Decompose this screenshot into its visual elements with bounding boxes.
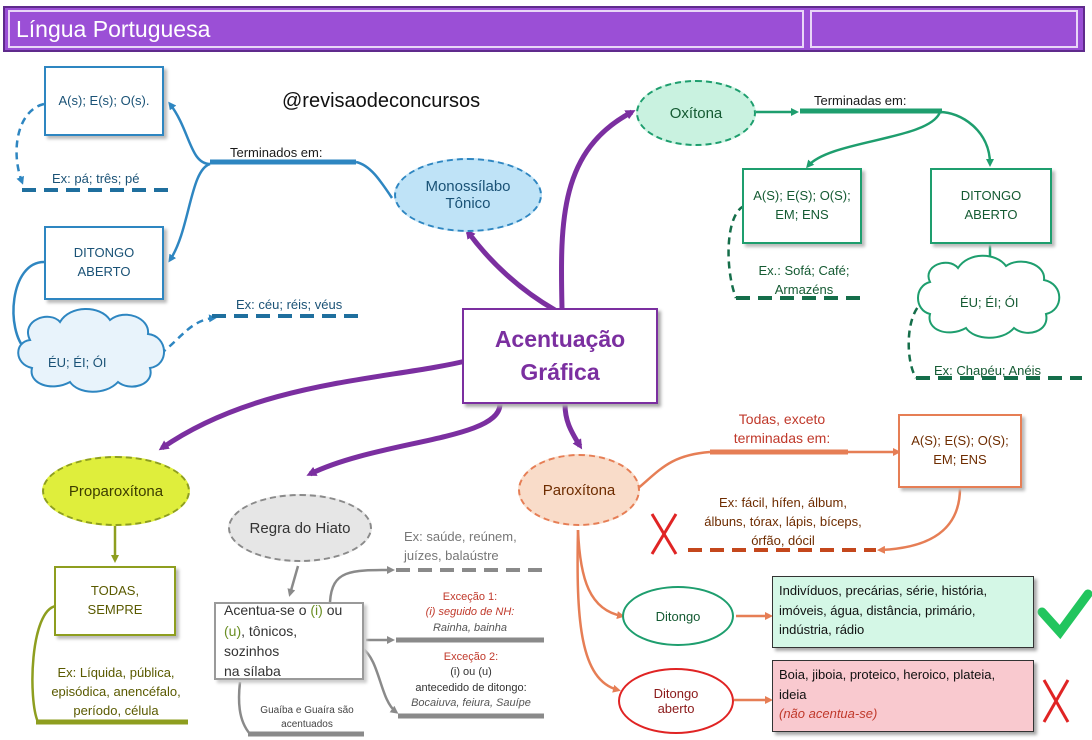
hiato-guaiba-note: Guaíba e Guaíra são acentuados xyxy=(250,704,364,731)
ditongo-examples-line2: imóveis, água, distância, primário, xyxy=(779,602,976,618)
monossilabo-ditongo-line2: ABERTO xyxy=(77,264,131,279)
check-icon xyxy=(1037,589,1092,640)
paroxitona-endings-box: A(S); E(S); O(S); EM; ENS xyxy=(898,414,1022,488)
ditongo-aberto-line2: aberto xyxy=(657,701,695,716)
oxitona-node: Oxítona xyxy=(636,80,756,146)
proparoxitona-node: Proparoxítona xyxy=(42,456,190,526)
hiato-rule-u: (u) xyxy=(224,622,242,639)
monossilabo-ditongo-line1: DITONGO xyxy=(73,245,135,261)
oxitona-example-2: Ex: Chapéu; Anéis xyxy=(934,363,1041,378)
header-side-frame xyxy=(810,10,1078,48)
hiato-exception-1: Exceção 1: (i) seguido de NH: Rainha, ba… xyxy=(400,590,540,636)
oxitona-endings-line2: EM; ENS xyxy=(775,207,829,222)
paroxitona-example: Ex: fácil, hífen, álbum, álbuns, tórax, … xyxy=(688,494,878,551)
ditongo-examples-note: Indivíduos, precárias, série, história, … xyxy=(772,576,1034,648)
paroxitona-label: Paroxítona xyxy=(542,481,616,499)
cloud-shapes xyxy=(17,254,1061,393)
header-title-frame xyxy=(8,10,804,48)
hiato-node: Regra do Hiato xyxy=(228,494,372,562)
hiato-exception-2: Exceção 2: (i) ou (u) antecedido de dito… xyxy=(398,650,544,712)
oxitona-endings-line1: A(S); E(S); O(S); xyxy=(753,188,851,204)
paroxitona-terminadas: terminadas em: xyxy=(733,429,831,446)
proparoxitona-label: Proparoxítona xyxy=(68,482,164,500)
hiato-rule-p1: Acentua-se o xyxy=(224,602,311,619)
oxitona-terminadas-label: Terminadas em: xyxy=(814,93,907,108)
hiato-exception-1-line1: (i) seguido de NH: xyxy=(425,606,515,619)
hiato-exception-2-title: Exceção 2: xyxy=(443,651,499,663)
proparoxitona-box-line2: SEMPRE xyxy=(87,602,143,617)
paroxitona-endings-line1: A(S); E(S); O(S); xyxy=(911,433,1009,449)
monossilabo-line2: Tônico xyxy=(445,195,491,212)
monossilabo-cloud-text: ÉU; ÉI; ÓI xyxy=(48,355,107,370)
paroxitona-exception-label: Todas, exceto terminadas em: xyxy=(712,410,852,448)
hiato-exception-1-title: Exceção 1: xyxy=(442,591,498,603)
oxitona-ditongo-line2: ABERTO xyxy=(964,207,1018,222)
oxitona-ditongo-box: DITONGO ABERTO xyxy=(930,168,1052,244)
monossilabo-endings-box: A(s); E(s); O(s). xyxy=(44,66,164,136)
social-handle: @revisaodeconcursos xyxy=(282,90,481,112)
cross-icon-2 xyxy=(1042,679,1070,723)
oxitona-example-1: Ex.: Sofá; Café; Armazéns xyxy=(752,262,856,300)
monossilabo-example-2: Ex: céu; réis; véus xyxy=(236,297,343,312)
paroxitona-example-line3: órfão, dócil xyxy=(751,532,815,548)
oxitona-example-1-line1: Ex.: Sofá; Café; xyxy=(758,263,850,278)
ditongo-aberto-examples-note: Boia, jiboia, proteico, heroico, plateia… xyxy=(772,660,1034,732)
hiato-guaiba-line1: Guaíba e Guaíra são xyxy=(260,705,354,716)
hiato-rule-p4: na sílaba xyxy=(224,663,281,680)
proparoxitona-example: Ex: Líquida, pública, episódica, anencéf… xyxy=(36,664,196,721)
monossilabo-example-1: Ex: pá; três; pé xyxy=(52,171,140,186)
oxitona-cloud-text: ÉU; ÉI; ÓI xyxy=(960,295,1019,310)
hiato-example-line1: Ex: saúde, reúnem, xyxy=(404,529,517,544)
hiato-label: Regra do Hiato xyxy=(249,519,351,537)
hiato-rule-p2: ou xyxy=(322,602,343,619)
monossilabo-ditongo-box: DITONGO ABERTO xyxy=(44,226,164,300)
hiato-exception-1-line2: Rainha, bainha xyxy=(432,621,507,634)
ditongo-examples-line3: indústria, rádio xyxy=(779,622,865,637)
ditongo-aberto-examples-line1: Boia, jiboia, proteico, heroico, plateia… xyxy=(779,667,996,682)
hiato-rule-box: Acentua-se o (i) ou (u), tônicos, sozinh… xyxy=(214,602,364,680)
hiato-exception-2-line1: (i) ou (u) xyxy=(450,666,492,679)
hiato-exception-2-line3: Bocaiuva, feiura, Sauípe xyxy=(411,697,531,710)
page-title: Língua Portuguesa xyxy=(16,16,211,42)
header-bar xyxy=(3,6,1085,52)
cross-icon-1 xyxy=(650,513,678,555)
ditongo-aberto-examples-line2: ideia xyxy=(779,686,807,702)
hiato-example: Ex: saúde, reúnem, juízes, balaústre xyxy=(404,528,517,566)
paroxitona-endings-line2: EM; ENS xyxy=(933,452,987,467)
monossilabo-terminados-label: Terminados em: xyxy=(230,145,323,160)
hiato-rule-p3: , tônicos, sozinhos xyxy=(224,622,298,659)
ditongo-label: Ditongo xyxy=(655,608,701,624)
central-topic-line1: Acentuação xyxy=(494,325,626,352)
oxitona-label: Oxítona xyxy=(669,104,723,122)
hiato-rule-i: (i) xyxy=(310,602,323,619)
paroxitona-example-line2: álbuns, tórax, lápis, bíceps, xyxy=(704,513,862,529)
oxitona-endings-box: A(S); E(S); O(S); EM; ENS xyxy=(742,168,862,244)
monossilabo-endings-text: A(s); E(s); O(s). xyxy=(58,92,150,108)
paroxitona-node: Paroxítona xyxy=(518,454,640,526)
ditongo-aberto-line1: Ditongo xyxy=(653,686,699,701)
central-topic-line2: Gráfica xyxy=(520,359,600,385)
monossilabo-line1: Monossílabo xyxy=(425,178,511,195)
ditongo-examples-line1: Indivíduos, precárias, série, história, xyxy=(779,583,988,598)
proparoxitona-example-line2: episódica, anencéfalo, xyxy=(51,683,181,699)
hiato-example-line2: juízes, balaústre xyxy=(404,547,499,563)
oxitona-ditongo-line1: DITONGO xyxy=(960,188,1022,204)
proparoxitona-box-line1: TODAS, xyxy=(90,583,140,599)
paroxitona-example-line1: Ex: fácil, hífen, álbum, xyxy=(719,495,847,510)
proparoxitona-example-line1: Ex: Líquida, pública, xyxy=(57,665,175,680)
oxitona-example-1-line2: Armazéns xyxy=(774,281,834,297)
proparoxitona-example-line3: período, célula xyxy=(73,702,159,718)
hiato-exception-2-line2: antecedido de ditongo: xyxy=(415,681,527,694)
paroxitona-todas: Todas, exceto xyxy=(738,411,826,427)
hiato-guaiba-line2: acentuados xyxy=(281,718,333,730)
proparoxitona-box: TODAS, SEMPRE xyxy=(54,566,176,636)
ditongo-node: Ditongo xyxy=(622,586,734,646)
ditongo-aberto-examples-line3: (não acentua-se) xyxy=(779,706,878,721)
